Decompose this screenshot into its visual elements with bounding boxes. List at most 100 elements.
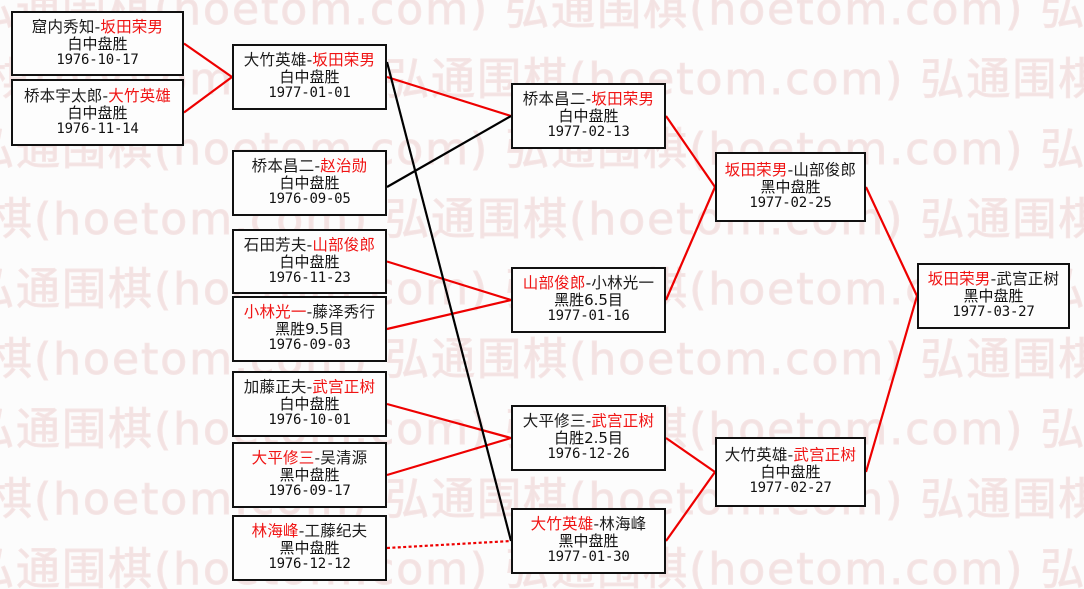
player-left: 桥本昌二 <box>522 90 586 109</box>
connector-m11-m14 <box>664 186 717 301</box>
match-result: 黑中盘胜 <box>279 539 340 558</box>
player-separator: - <box>787 161 794 180</box>
player-left: 窟内秀知 <box>31 17 95 36</box>
match-date: 1976-12-26 <box>547 446 630 463</box>
match-date: 1976-09-03 <box>268 337 351 354</box>
connector-m6-m11 <box>386 298 512 331</box>
player-separator: - <box>585 274 592 293</box>
match-result: 白中盘胜 <box>67 103 128 122</box>
connector-m15-m16 <box>864 295 919 473</box>
player-right: 坂田荣男 <box>591 90 655 109</box>
match-players: 桥本昌二-坂田荣男 <box>522 90 655 109</box>
match-players: 小林光一-藤泽秀行 <box>244 303 376 322</box>
connector-m7-m12 <box>386 402 512 440</box>
match-players: 山部俊郎-小林光一 <box>523 274 654 293</box>
player-separator: - <box>306 235 313 254</box>
player-separator: - <box>298 522 305 541</box>
connector-m9-m13 <box>386 539 512 550</box>
match-result: 黑中盘胜 <box>279 466 340 485</box>
match-date: 1977-02-13 <box>547 124 630 141</box>
player-right: 赵治勋 <box>320 157 368 176</box>
match-result: 黑胜6.5目 <box>554 291 623 310</box>
match-players: 大平修三-吴清源 <box>251 449 368 468</box>
connector-m10-m14 <box>665 115 716 188</box>
player-separator: - <box>102 86 109 105</box>
player-separator: - <box>306 51 313 70</box>
connector-m13-m15 <box>665 471 716 542</box>
match-players: 桥本宇太郎-大竹英雄 <box>23 86 172 105</box>
player-separator: - <box>787 446 794 465</box>
player-separator: - <box>585 412 592 431</box>
match-players: 大竹英雄-坂田荣男 <box>243 51 376 70</box>
player-left: 大平修三 <box>251 449 315 468</box>
match-date: 1977-01-16 <box>547 308 630 325</box>
player-left: 大平修三 <box>522 412 586 431</box>
match-date: 1976-10-01 <box>268 412 351 429</box>
player-left: 加藤正夫 <box>243 378 307 397</box>
match-result: 白中盘胜 <box>279 174 340 193</box>
match-result: 黑胜9.5目 <box>275 320 344 339</box>
player-separator: - <box>306 378 313 397</box>
player-separator: - <box>94 17 101 36</box>
match-result: 黑中盘胜 <box>963 287 1024 306</box>
player-right: 山部俊郎 <box>793 161 857 180</box>
match-date: 1976-12-12 <box>268 556 351 573</box>
match-result: 白胜2.5目 <box>554 429 623 448</box>
match-result: 黑中盘胜 <box>558 532 619 551</box>
connector-m12-m15 <box>665 437 716 473</box>
player-left: 坂田荣男 <box>724 161 788 180</box>
match-players: 坂田荣男-山部俊郎 <box>724 161 857 180</box>
player-left: 桥本昌二 <box>251 157 315 176</box>
match-result: 白中盘胜 <box>279 68 340 87</box>
player-left: 大竹英雄 <box>530 515 594 534</box>
player-right: 坂田荣男 <box>312 51 376 70</box>
connector-m14-m16 <box>865 186 918 297</box>
match-date: 1976-10-17 <box>56 51 139 68</box>
player-right: 山部俊郎 <box>312 235 376 254</box>
connector-m5-m11 <box>386 260 512 302</box>
player-right: 武宫正树 <box>591 412 655 431</box>
player-right: 藤泽秀行 <box>312 303 376 322</box>
player-right: 坂田荣男 <box>100 17 164 36</box>
connector-m3-m10 <box>386 75 512 118</box>
player-left: 大竹英雄 <box>243 51 307 70</box>
player-right: 大竹英雄 <box>108 86 172 105</box>
match-players: 石田芳夫-山部俊郎 <box>243 235 376 254</box>
match-players: 大平修三-武宫正树 <box>522 412 655 431</box>
player-left: 石田芳夫 <box>243 235 307 254</box>
connector-m4-m10 <box>386 115 512 188</box>
player-separator: - <box>314 449 321 468</box>
player-right: 武宫正树 <box>312 378 376 397</box>
match-date: 1977-02-27 <box>749 480 832 497</box>
player-left: 桥本宇太郎 <box>23 86 103 105</box>
connector-m3-m13 <box>385 61 513 542</box>
player-right: 吴清源 <box>320 449 368 468</box>
match-players: 大竹英雄-林海峰 <box>530 515 647 534</box>
match-date: 1976-11-23 <box>268 269 351 286</box>
player-left: 林海峰 <box>251 522 299 541</box>
connector-m1-m3 <box>183 42 233 78</box>
player-separator: - <box>314 157 321 176</box>
player-left: 坂田荣男 <box>927 270 991 289</box>
match-result: 黑中盘胜 <box>760 178 821 197</box>
player-separator: - <box>990 270 997 289</box>
match-players: 坂田荣男-武宫正树 <box>927 270 1059 289</box>
match-result: 白中盘胜 <box>67 34 128 53</box>
